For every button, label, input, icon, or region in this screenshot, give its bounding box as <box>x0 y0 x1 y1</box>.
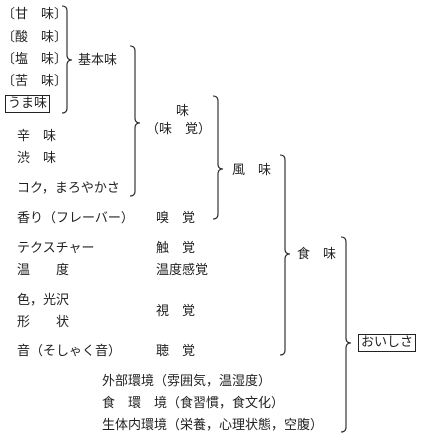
internal-environment: 生体内環境（栄養，心理状態，空腹） <box>102 418 324 433</box>
external-environment: 外部環境（雰囲気，温湿度） <box>102 374 272 389</box>
basic-taste-sweet: 〔甘 味〕 <box>2 7 68 22</box>
bracket-basic-taste <box>61 5 73 114</box>
bracket-oishisa <box>340 236 352 433</box>
basic-taste-label: 基本味 <box>78 53 118 68</box>
chewing-sound-label: 音（そしゃく音） <box>17 344 122 359</box>
taste-sense-label: （味 覚） <box>146 122 212 137</box>
taste-pungent: 辛 味 <box>17 129 57 144</box>
taste-richness: コク，まろやかさ <box>17 181 120 196</box>
temperature-sense-label: 温度感覚 <box>156 263 209 278</box>
oishisa-label: おいしさ <box>358 334 417 352</box>
hearing-sense-label: 聴 覚 <box>156 344 196 359</box>
basic-taste-bitter: 〔苦 味〕 <box>2 74 68 89</box>
temperature-label: 温 度 <box>17 263 70 278</box>
color-gloss-label: 色，光沢 <box>17 293 70 308</box>
flavor-label: 風 味 <box>232 163 272 178</box>
sight-sense-label: 視 覚 <box>156 304 196 319</box>
bracket-food-taste <box>279 154 291 356</box>
basic-taste-umami: うま味 <box>5 95 51 113</box>
touch-sense-label: 触 覚 <box>156 241 196 256</box>
basic-taste-sour: 〔酸 味〕 <box>2 30 68 45</box>
bracket-flavor <box>212 95 224 220</box>
dietary-environment: 食 環 境（食習慣，食文化） <box>102 396 285 411</box>
texture-label: テクスチャー <box>17 241 95 256</box>
basic-taste-salty: 〔塩 味〕 <box>2 52 68 67</box>
taste-astringent: 渋 味 <box>17 151 57 166</box>
aroma-label: 香り（フレーバー） <box>17 211 134 226</box>
bracket-taste <box>129 45 141 197</box>
food-taste-label: 食 味 <box>297 247 337 262</box>
smell-sense-label: 嗅 覚 <box>156 211 196 226</box>
taste-label: 味 <box>176 104 190 119</box>
shape-label: 形 状 <box>17 315 70 330</box>
